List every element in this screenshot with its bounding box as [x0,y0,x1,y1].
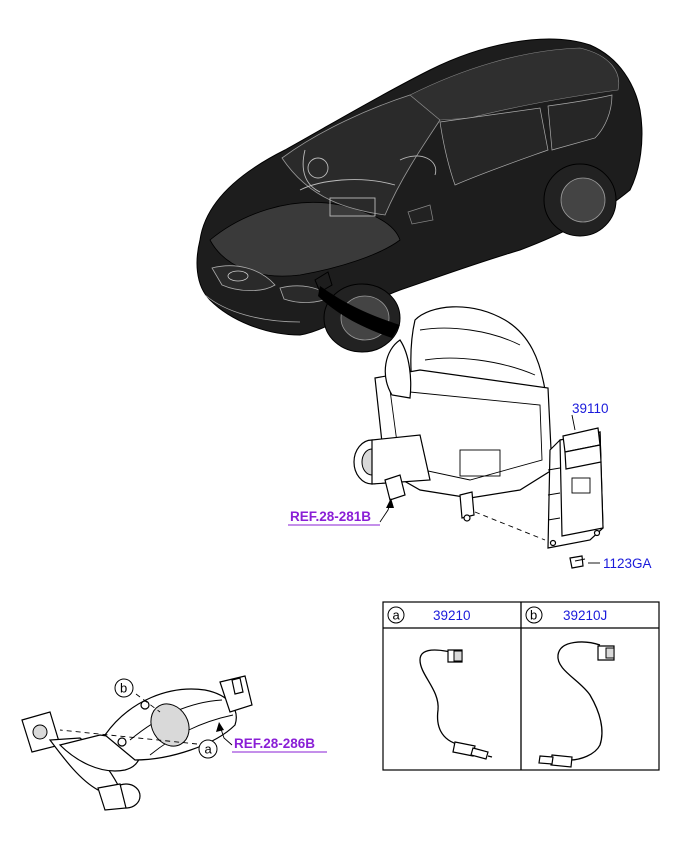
vehicle-illustration [196,38,643,353]
ecu-part-number[interactable]: 39110 [572,401,609,416]
cell-a-letter: a [393,608,401,623]
bolt-part-number[interactable]: 1123GA [603,556,652,571]
ref-exhaust-link[interactable]: REF.28-286B [234,736,315,751]
callout-b-letter: b [120,681,127,696]
location-arrow [318,286,400,338]
catalytic-converter-assembly [21,675,253,811]
ecu-module [547,427,604,549]
cell-b-letter: b [530,608,537,623]
o2-sensor-a-part-number[interactable]: 39210 [433,608,471,623]
sensor-table: a 39210 b 39210J [382,601,660,771]
air-cleaner-assembly [353,306,553,522]
callout-a-letter: a [205,742,213,757]
o2-sensor-b-illustration [538,641,615,768]
bolt-icon [569,555,586,569]
o2-sensor-a-illustration [419,649,493,760]
o2-sensor-b-part-number[interactable]: 39210J [563,608,607,623]
ref-air-cleaner-link[interactable]: REF.28-281B [290,509,371,524]
